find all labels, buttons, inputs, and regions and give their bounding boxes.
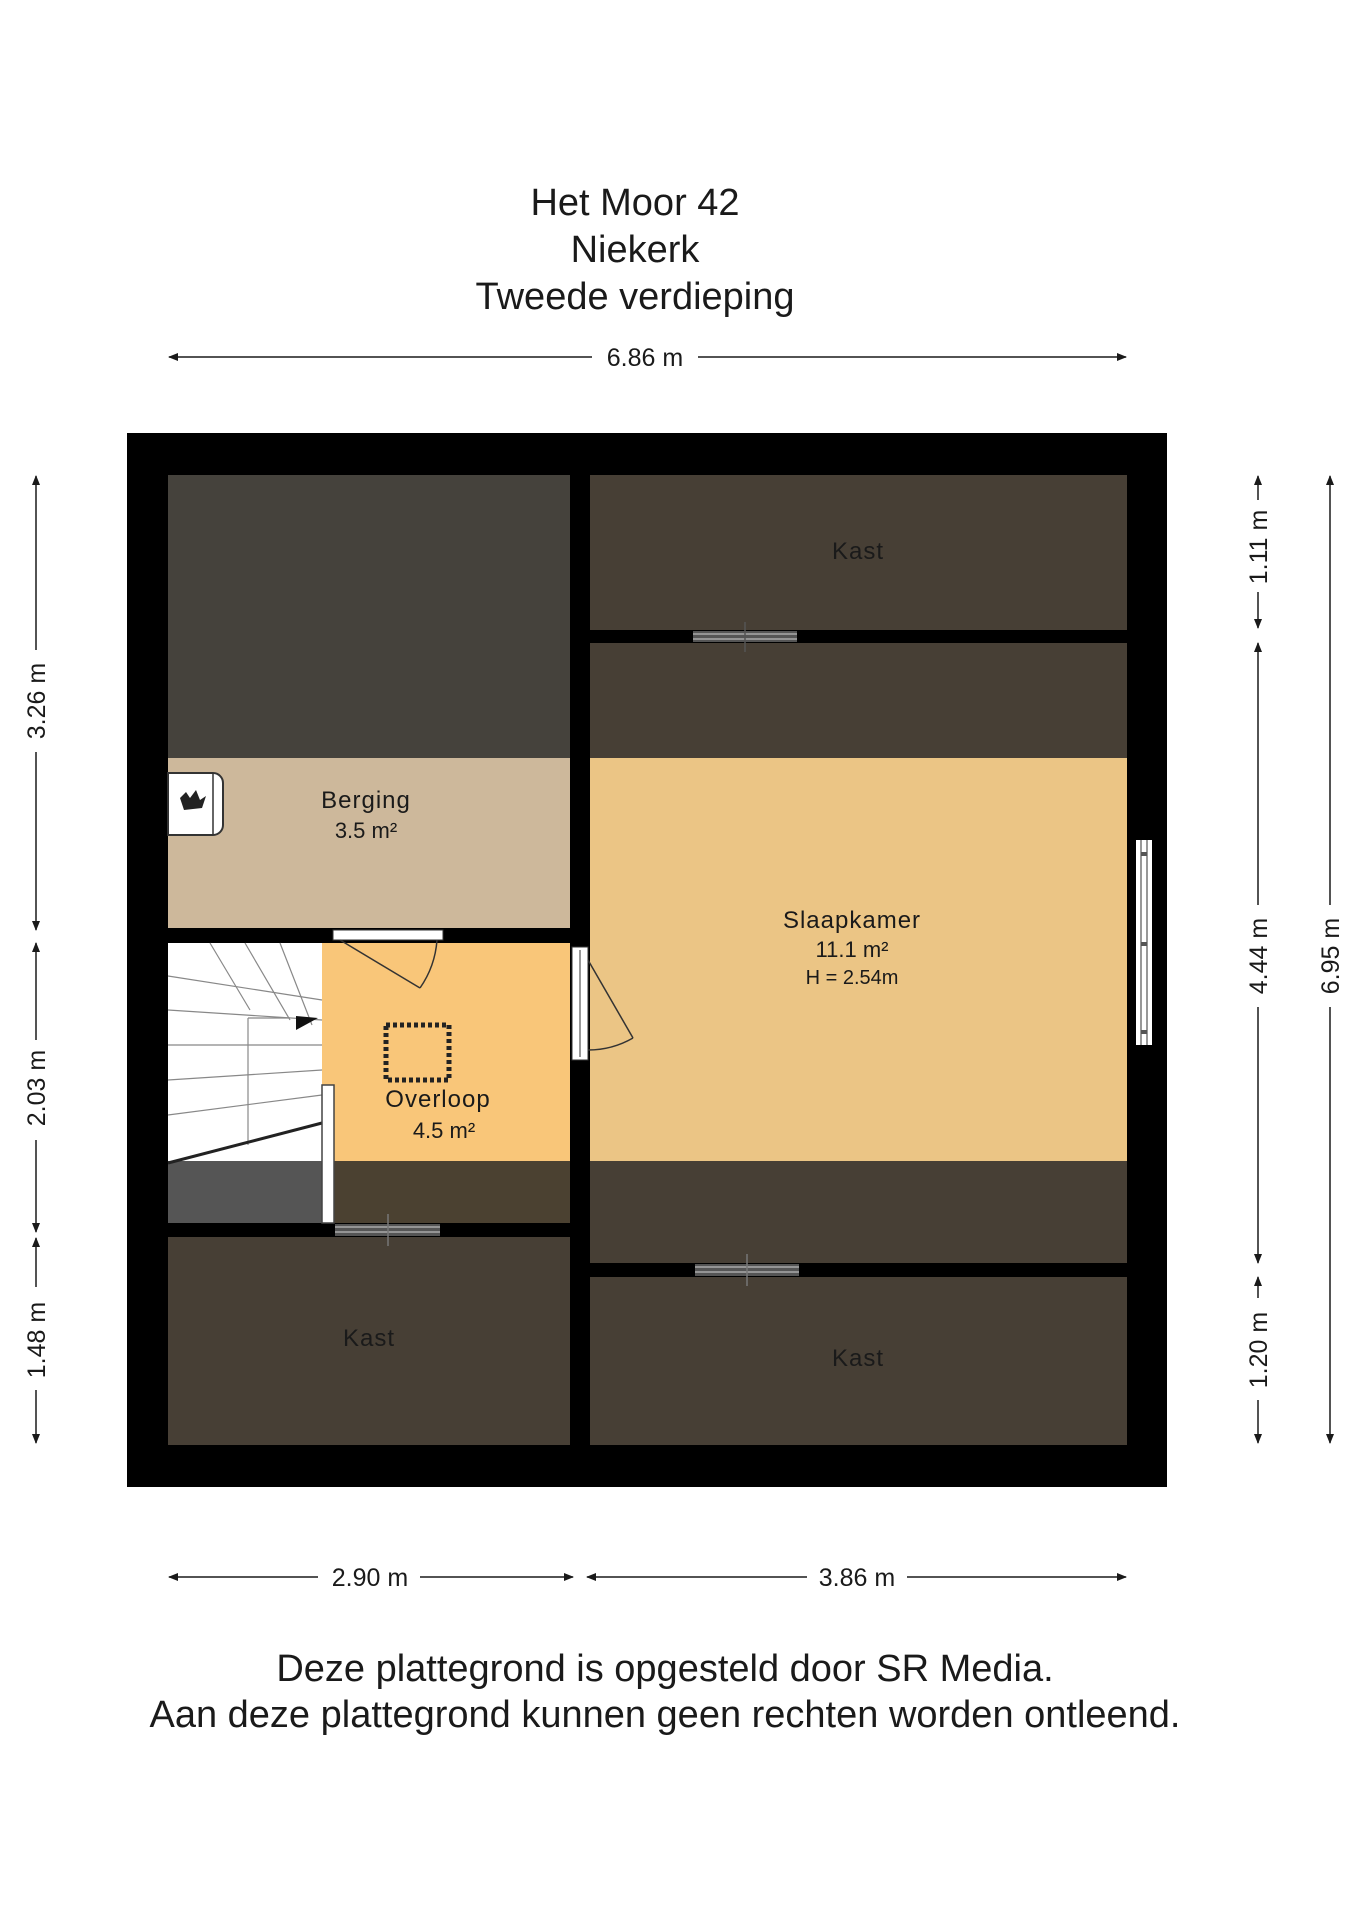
attic-dark-area	[168, 475, 570, 758]
label-overloop-area: 4.5 m²	[413, 1118, 475, 1143]
kast-bottom-right-room	[590, 1277, 1127, 1445]
stair-direction-arrow	[296, 1016, 318, 1030]
plan-title-address: Het Moor 42	[530, 182, 740, 224]
kast-top-room	[590, 475, 1127, 630]
door-berging	[332, 929, 444, 989]
kast-bottom-right-wall	[590, 1263, 1127, 1277]
sliding-door-kast-top	[693, 622, 797, 652]
overloop-lower-band	[322, 1161, 570, 1223]
plan-title-floor: Tweede verdieping	[475, 276, 795, 318]
dim-left-bottom-label: 1.48 m	[23, 1302, 51, 1378]
berging-bottom-wall-right	[443, 928, 570, 942]
sliding-door-kast-bottom-right	[695, 1254, 799, 1286]
dim-left-mid-label: 2.03 m	[23, 1050, 51, 1126]
label-kast-top: Kast	[832, 538, 884, 565]
slaapkamer-room	[590, 758, 1127, 1161]
window-slaapkamer	[1136, 840, 1152, 1045]
dim-top-total-label: 6.86 m	[607, 344, 683, 372]
dim-bottom-right-label: 3.86 m	[819, 1564, 895, 1592]
central-wall-lower	[570, 1060, 590, 1445]
slaapkamer-lower-band	[590, 1161, 1127, 1263]
label-berging-area: 3.5 m²	[335, 818, 397, 843]
label-slaapkamer: Slaapkamer	[783, 907, 921, 934]
label-kast-bottom-left: Kast	[343, 1325, 395, 1352]
sliding-door-kast-bottom-left	[335, 1214, 440, 1246]
label-kast-bottom-right: Kast	[832, 1345, 884, 1372]
kast-top-lower-area	[590, 643, 1127, 758]
central-wall-upper	[570, 475, 590, 947]
label-overloop: Overloop	[385, 1086, 490, 1113]
kast-bottom-left-wall-b	[440, 1223, 570, 1237]
stair-area	[168, 943, 322, 1161]
label-slaapkamer-height: H = 2.54m	[806, 967, 899, 989]
kast-top-wall	[590, 630, 1127, 643]
dim-right-inner-bottom-label: 1.20 m	[1245, 1312, 1273, 1388]
dim-right-inner-mid-label: 4.44 m	[1245, 918, 1273, 994]
plan-title-city: Niekerk	[570, 229, 700, 271]
kast-bottom-left-wall-a	[168, 1223, 335, 1237]
door-slaapkamer	[571, 946, 634, 1061]
footer-disclaimer-line1: Deze plattegrond is opgesteld door SR Me…	[276, 1648, 1054, 1690]
label-berging: Berging	[321, 787, 411, 814]
dim-left-top-label: 3.26 m	[23, 663, 51, 739]
boiler-icon	[167, 772, 224, 836]
dim-bottom-left-label: 2.90 m	[332, 1564, 408, 1592]
overloop-room	[322, 943, 570, 1161]
staircase	[167, 942, 335, 1224]
attic-lower-band	[168, 1161, 322, 1223]
label-slaapkamer-area: 11.1 m²	[816, 937, 889, 962]
berging-room	[168, 758, 570, 928]
footer-disclaimer-line2: Aan deze plattegrond kunnen geen rechten…	[149, 1694, 1181, 1736]
attic-hatch	[383, 1022, 452, 1083]
kast-bottom-left-room	[168, 1237, 570, 1445]
berging-bottom-wall-left	[168, 928, 333, 942]
dim-right-total-label: 6.95 m	[1317, 918, 1345, 994]
dim-right-inner-top-label: 1.11 m	[1245, 510, 1273, 585]
